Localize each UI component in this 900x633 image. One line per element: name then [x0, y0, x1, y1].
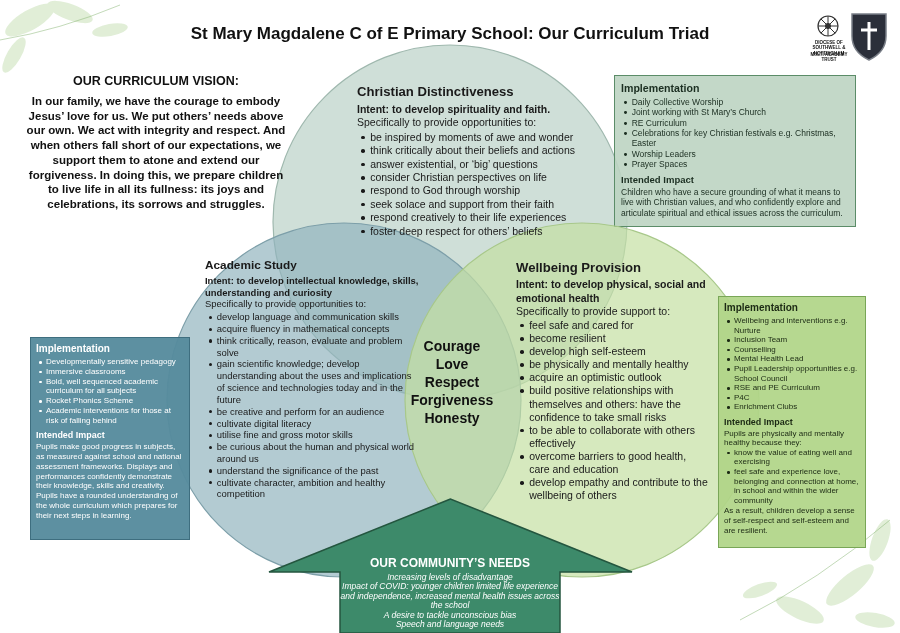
bullet-item: feel safe and cared for [516, 319, 708, 332]
bullet-item: build positive relationships with themse… [516, 384, 708, 423]
node-content: ImplementationDaily Collective WorshipJo… [621, 82, 849, 218]
bullet-item: answer existential, or ‘big’ questions [357, 158, 615, 171]
bullet-item: Immersive classrooms [36, 367, 184, 377]
bullet-item: be curious about the human and physical … [205, 441, 420, 465]
body-text: As a result, children develop a sense of… [724, 506, 860, 535]
bullet-item: Daily Collective Worship [621, 97, 849, 107]
bullet-item: Wellbeing and interventions e.g. Nurture [724, 316, 860, 335]
trust-name: MULTI ACADEMY TRUST [806, 52, 852, 63]
body-text: A desire to tackle unconscious bias [340, 611, 560, 621]
page-title: St Mary Magdalene C of E Primary School:… [0, 24, 900, 44]
bullet-item: foster deep respect for others’ beliefs [357, 225, 615, 238]
bullet-item: Inclusion Team [724, 335, 860, 345]
node-content: ImplementationDevelopmentally sensitive … [36, 343, 184, 520]
vision-heading: OUR CURRICULUM VISION: [20, 74, 292, 89]
section-heading: Implementation [724, 302, 860, 314]
value-word: Respect [392, 374, 512, 391]
bullet-item: Developmentally sensitive pedagogy [36, 357, 184, 367]
bullet-item: to be able to collaborate with others ef… [516, 424, 708, 450]
bullet-item: know the value of eating well and exerci… [724, 448, 860, 467]
trust-logo [818, 16, 838, 36]
bullet-item: acquire fluency in mathematical concepts [205, 323, 420, 335]
value-word: Honesty [392, 410, 512, 427]
bullet-item: respond to God through worship [357, 184, 615, 197]
bullet-item: become resilient [516, 332, 708, 345]
value-word: Forgiveness [392, 392, 512, 409]
bullet-item: RSE and PE Curriculum [724, 383, 860, 393]
body-text: Intent: to develop spirituality and fait… [357, 103, 615, 116]
bullet-item: develop high self-esteem [516, 345, 708, 358]
bullet-item: develop empathy and contribute to the we… [516, 476, 708, 502]
body-text: Speech and language needs [340, 620, 560, 630]
bullet-item: consider Christian perspectives on life [357, 171, 615, 184]
bullet-item: Prayer Spaces [621, 159, 849, 169]
bullet-item: Mental Health Lead [724, 354, 860, 364]
body-text: Increasing levels of disadvantage [340, 573, 560, 583]
bullet-item: be physically and mentally healthy [516, 358, 708, 371]
bullet-item: Bold, well sequenced academic curriculum… [36, 377, 184, 397]
bullet-item: Worship Leaders [621, 149, 849, 159]
arrow-shape [269, 499, 632, 633]
value-word: Love [392, 356, 512, 373]
bullet-item: Enrichment Clubs [724, 402, 860, 412]
bullet-item: understand the significance of the past [205, 465, 420, 477]
bullet-item: be inspired by moments of awe and wonder [357, 131, 615, 144]
bullet-item: Counselling [724, 345, 860, 355]
body-text: Children who have a secure grounding of … [621, 187, 849, 218]
bullet-item: respond creatively to their life experie… [357, 211, 615, 224]
bullet-item: cultivate character, ambition and health… [205, 477, 420, 501]
body-text: Intent: to develop intellectual knowledg… [205, 275, 420, 299]
bullet-item: Joint working with St Mary’s Church [621, 107, 849, 117]
section-heading: Implementation [621, 82, 849, 95]
section-heading: Christian Distinctiveness [357, 84, 615, 101]
body-text: Specifically to provide support to: [516, 305, 708, 318]
bullet-item: acquire an optimistic outlook [516, 371, 708, 384]
implementation-box: ImplementationWellbeing and intervention… [718, 296, 866, 548]
body-text: Intent: to develop physical, social and … [516, 278, 708, 304]
bullet-item: Academic interventions for those at risk… [36, 406, 184, 426]
value-word: Courage [392, 338, 512, 355]
bullet-item: Pupil Leadership opportunities e.g. Scho… [724, 364, 860, 383]
bullet-item: Celebrations for key Christian festivals… [621, 128, 849, 149]
vision-statement: In our family, we have the courage to em… [22, 94, 290, 212]
node-content: Wellbeing ProvisionIntent: to develop ph… [516, 260, 708, 503]
community-needs-arrow: OUR COMMUNITY’S NEEDS Increasing levels o… [268, 498, 633, 633]
bullet-item: develop language and communication skill… [205, 311, 420, 323]
section-heading: Intended Impact [621, 174, 849, 186]
bullet-item: RE Curriculum [621, 118, 849, 128]
bullet-item: gain scientific knowledge; develop under… [205, 358, 420, 405]
body-text: Pupils are physically and mentally healt… [724, 429, 860, 448]
body-text: Impact of COVID: younger children limite… [340, 582, 560, 611]
body-text: Specifically to provide opportunities to… [357, 116, 615, 129]
bullet-item: Rocket Phonics Scheme [36, 396, 184, 406]
implementation-box: ImplementationDaily Collective WorshipJo… [614, 75, 856, 227]
section-heading: Wellbeing Provision [516, 260, 708, 276]
node-content: ImplementationWellbeing and intervention… [724, 302, 860, 535]
node-content: OUR COMMUNITY’S NEEDS Increasing levels o… [340, 557, 560, 630]
section-heading: OUR COMMUNITY’S NEEDS [340, 557, 560, 570]
bullet-item: think critically about their beliefs and… [357, 144, 615, 157]
bullet-item: utilise fine and gross motor skills [205, 429, 420, 441]
node-content: Academic StudyIntent: to develop intelle… [205, 258, 420, 500]
bullet-item: P4C [724, 393, 860, 403]
section-heading: Intended Impact [724, 417, 860, 428]
section-heading: Intended Impact [36, 430, 184, 441]
body-text: Specifically to provide opportunities to… [205, 298, 420, 310]
bullet-item: seek solace and support from their faith [357, 198, 615, 211]
bullet-item: cultivate digital literacy [205, 418, 420, 430]
section-heading: Implementation [36, 343, 184, 355]
body-text: Pupils make good progress in subjects, a… [36, 442, 184, 520]
bullet-item: feel safe and experience love, belonging… [724, 467, 860, 505]
node-content: Christian DistinctivenessIntent: to deve… [357, 84, 615, 238]
implementation-box: ImplementationDevelopmentally sensitive … [30, 337, 190, 540]
bullet-item: be creative and perform for an audience [205, 406, 420, 418]
section-heading: Academic Study [205, 258, 420, 273]
bullet-item: overcome barriers to good health, care a… [516, 450, 708, 476]
bullet-item: think critically, reason, evaluate and p… [205, 335, 420, 359]
school-shield [852, 14, 886, 60]
